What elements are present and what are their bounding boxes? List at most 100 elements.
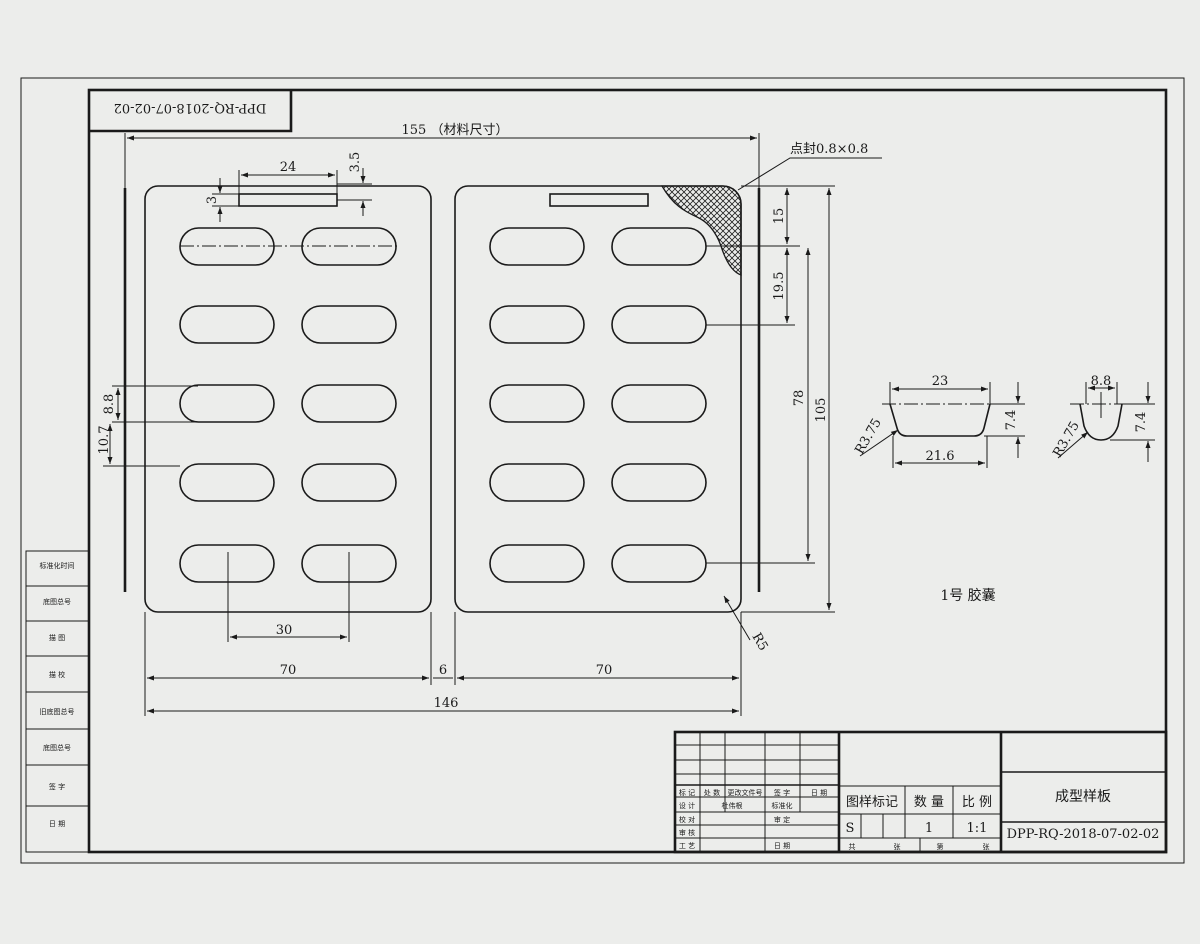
dim-label: R3.75 bbox=[852, 416, 884, 457]
part-name: 成型样板 bbox=[1055, 789, 1111, 805]
dim-155: 155 （材料尺寸） bbox=[124, 123, 760, 188]
label-slot-right bbox=[549, 193, 649, 207]
sheet-label: 张 bbox=[894, 842, 901, 851]
capsule-cavity bbox=[489, 384, 585, 423]
outer-trim-border bbox=[20, 77, 1185, 864]
drawing-id-box: DPP-RQ-2018-07-02-02 bbox=[89, 90, 293, 133]
dim-label: 146 bbox=[434, 696, 459, 711]
capsule-cavity bbox=[611, 384, 707, 423]
dim-label: 70 bbox=[280, 663, 297, 678]
strip-label: 描 图 bbox=[49, 633, 65, 642]
capsule-cavity bbox=[301, 305, 397, 344]
dim-label: R5 bbox=[749, 631, 771, 654]
left-binding-strip: 标准化时间 底图总号 描 图 描 校 旧底图总号 底图总号 签 字 日 期 bbox=[25, 550, 90, 853]
spot-seal-label: 点封0.8×0.8 bbox=[790, 142, 868, 157]
dim-label: 15 bbox=[772, 208, 787, 225]
capsule-cavity bbox=[489, 305, 585, 344]
capsule-cavity bbox=[301, 463, 397, 502]
capsule-cavity bbox=[611, 544, 707, 583]
dim-label: 23 bbox=[932, 374, 949, 389]
strip-label: 标准化时间 bbox=[40, 561, 75, 570]
sig-label: 审 定 bbox=[774, 815, 790, 824]
dim-bottom-chain: 70 6 70 146 bbox=[144, 612, 742, 716]
scale-value: 1:1 bbox=[967, 821, 988, 836]
quantity-label: 数 量 bbox=[914, 795, 944, 810]
capsule-cavity bbox=[179, 544, 275, 583]
capsule-cavity bbox=[179, 463, 275, 502]
sig-label: 校 对 bbox=[679, 815, 695, 824]
dim-label: 6 bbox=[439, 663, 447, 678]
quantity-value: 1 bbox=[925, 821, 933, 836]
sig-label: 工 艺 bbox=[679, 842, 695, 850]
dim-right-vertical: 15 19.5 78 105 bbox=[706, 185, 835, 613]
spot-seal-hatch bbox=[660, 185, 742, 276]
drawing-id-rotated: DPP-RQ-2018-07-02-02 bbox=[114, 100, 267, 115]
capsule-cavity bbox=[489, 227, 585, 266]
dim-24: 24 bbox=[238, 160, 338, 194]
capsule-cavity bbox=[489, 544, 585, 583]
rev-header: 更改文件号 bbox=[728, 788, 763, 797]
drawing-frame bbox=[87, 88, 1168, 854]
strip-label: 底图总号 bbox=[43, 597, 71, 606]
dim-label: 3 bbox=[205, 196, 220, 204]
stage-label: 图样标记 bbox=[846, 795, 898, 810]
dim-label: 8.8 bbox=[1091, 374, 1112, 389]
sig-label: 设 计 bbox=[679, 801, 695, 810]
strip-label: 描 校 bbox=[49, 670, 65, 679]
dim-3: 3 bbox=[205, 178, 239, 222]
capsule-cavity bbox=[489, 463, 585, 502]
dim-label: 10.7 bbox=[97, 426, 112, 455]
strip-label: 签 字 bbox=[49, 782, 65, 791]
capsule-section-end: 8.8 7.4 R3.75 bbox=[1050, 374, 1155, 462]
dim-label: 8.8 bbox=[102, 394, 117, 415]
dim-label: 30 bbox=[276, 623, 293, 638]
dim-label: 7.4 bbox=[1134, 412, 1149, 433]
scale-label: 比 例 bbox=[962, 795, 992, 810]
capsule-cavity bbox=[179, 384, 275, 423]
capsule-cavity bbox=[179, 305, 275, 344]
capsule-cavity bbox=[611, 463, 707, 502]
dim-label: 70 bbox=[596, 663, 613, 678]
rev-header: 签 字 bbox=[774, 788, 790, 797]
part-number: DPP-RQ-2018-07-02-02 bbox=[1007, 827, 1160, 842]
strip-label: 日 期 bbox=[49, 820, 65, 828]
dim-8-8: 8.8 bbox=[102, 385, 240, 423]
sig-label: 日 期 bbox=[774, 842, 790, 850]
dim-label: 24 bbox=[280, 160, 297, 175]
capsule-cavity bbox=[611, 305, 707, 344]
strip-label: 旧底图总号 bbox=[40, 707, 75, 716]
capsule-section-side: 23 21.6 7.4 R3.75 bbox=[852, 374, 1025, 468]
sig-name: 杜伟根 bbox=[722, 801, 743, 810]
dim-label: 3.5 bbox=[348, 152, 363, 173]
cavity-grid-right bbox=[489, 227, 707, 583]
sig-label: 审 核 bbox=[679, 828, 695, 837]
capsule-cavity bbox=[611, 227, 707, 266]
sheet-label: 张 bbox=[983, 842, 990, 851]
dim-label: R3.75 bbox=[1050, 419, 1082, 460]
capsule-name: 1号 胶囊 bbox=[940, 587, 995, 604]
sheet-label: 共 bbox=[849, 842, 856, 851]
dim-3-5: 3.5 bbox=[337, 152, 372, 216]
dim-30: 30 bbox=[227, 552, 350, 642]
dim-10-7: 10.7 bbox=[97, 424, 180, 467]
stage-value: S bbox=[846, 821, 855, 836]
sig-label: 标准化 bbox=[772, 801, 793, 810]
title-block: 标 记 处 数 更改文件号 签 字 日 期 设 计 杜伟根 标准化 校 对 审 … bbox=[673, 730, 1168, 854]
rev-header: 标 记 bbox=[679, 788, 695, 797]
material-size-label: 155 （材料尺寸） bbox=[402, 123, 509, 138]
strip-label: 底图总号 bbox=[43, 743, 71, 752]
plate-left bbox=[144, 185, 432, 613]
dim-label: 19.5 bbox=[772, 272, 787, 301]
rev-header: 日 期 bbox=[811, 789, 827, 797]
dim-label: 105 bbox=[814, 398, 829, 423]
spot-seal-callout: 点封0.8×0.8 bbox=[737, 142, 882, 191]
sheet-label: 第 bbox=[937, 842, 944, 851]
capsule-cavity bbox=[301, 384, 397, 423]
cavity-grid-left bbox=[179, 227, 397, 583]
radius-callout-r5: R5 bbox=[723, 595, 771, 654]
dim-label: 21.6 bbox=[926, 449, 955, 464]
rev-header: 处 数 bbox=[704, 788, 720, 797]
dim-label: 78 bbox=[792, 390, 807, 407]
